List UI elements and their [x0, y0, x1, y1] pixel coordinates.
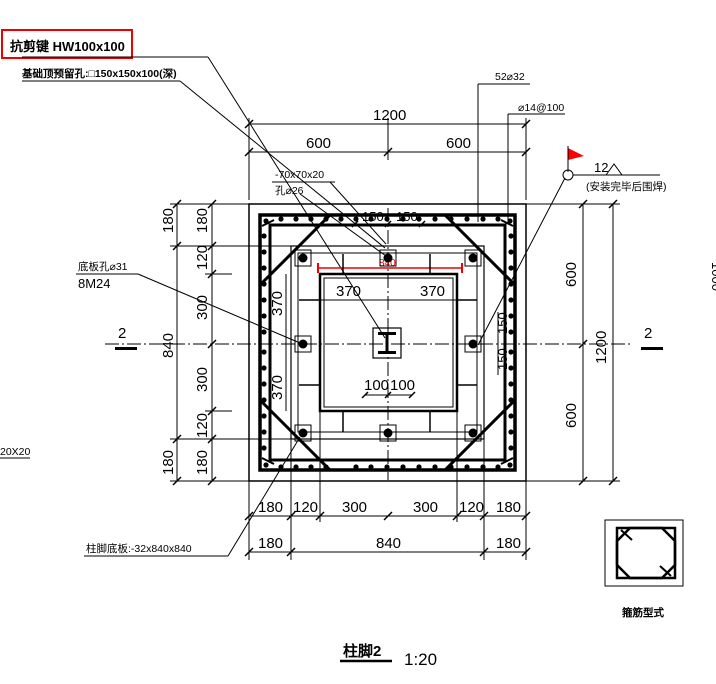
- bottom-dim-180b: 180: [496, 499, 521, 516]
- weld-note: (安装完毕后围焊): [586, 180, 667, 193]
- left-dim-180b: 180: [194, 208, 211, 233]
- plate-small-leader: [329, 181, 387, 245]
- left-dim-300a: 300: [194, 295, 211, 320]
- left-dim-180c: 180: [160, 450, 177, 475]
- corner-hooks: [261, 219, 514, 465]
- hole-small-label: 孔⌀26: [275, 184, 304, 197]
- right-dim-1200: 1200: [593, 331, 610, 364]
- left-dim-300b: 300: [194, 367, 211, 392]
- bottom2-dim-840: 840: [376, 535, 401, 552]
- foundation-hole-label: 基础顶预留孔:□150x150x100(深): [21, 67, 177, 80]
- section-mark-right: 2: [644, 325, 652, 342]
- top-dim-600-left: 600: [306, 135, 331, 152]
- section-mark-left: 2: [118, 325, 126, 342]
- base-plate-label: 柱脚底板:-32x840x840: [86, 542, 192, 555]
- top-dim-ticks: [244, 119, 531, 157]
- rebar-top-label: 52⌀32: [495, 71, 525, 83]
- stirrup-label: ⌀14@100: [518, 102, 564, 114]
- left-dim-120b: 120: [194, 413, 211, 438]
- weld-leader: [477, 177, 566, 346]
- right-dim-ext-lines: [526, 203, 620, 482]
- inner-dim-370v-bot: 370: [269, 375, 286, 400]
- left-dim-ticks: [172, 199, 217, 486]
- left-dim-ext-lines: [170, 203, 291, 482]
- highlight-box: [1, 29, 133, 59]
- right-dim-600a: 600: [563, 262, 580, 287]
- inner-dim-150-ticks: [351, 220, 426, 228]
- inner-dim-370-right: 370: [420, 283, 445, 300]
- bottom-dim-ticks-1: [244, 511, 531, 521]
- drawing-scale: 1:20: [404, 650, 437, 669]
- weld-symbol-icon: [605, 163, 623, 176]
- plate-small-label: -70x70x20: [275, 169, 324, 181]
- left-dim-120a: 120: [194, 245, 211, 270]
- bottom-dim-ext-lines: [248, 411, 527, 560]
- shear-key-box: [372, 327, 402, 359]
- top-dim-1200: 1200: [373, 107, 406, 124]
- bottom-dim-180a: 180: [258, 499, 283, 516]
- shear-key-h-icon: [378, 332, 396, 354]
- longitudinal-bars: [261, 216, 514, 470]
- stiffener-ribs: [299, 254, 477, 432]
- left-dim-180a: 180: [160, 208, 177, 233]
- weld-flag-icon: [568, 148, 584, 160]
- inner-dim-370-left: 370: [336, 283, 361, 300]
- weld-size: 12: [594, 160, 608, 175]
- octagon-stirrup: [258, 213, 517, 472]
- bottom-dim-300a: 300: [342, 499, 367, 516]
- right-edge-fragment: 1000: [709, 262, 716, 291]
- bolt-hole-label: 底板孔⌀31: [78, 260, 128, 273]
- inner-dim-150v-top: 150: [495, 312, 510, 334]
- left-dim-840: 840: [160, 333, 177, 358]
- inner-dim-100-left: 100: [364, 377, 389, 394]
- left-dim-180d: 180: [194, 450, 211, 475]
- stirrup-form-diagram: [604, 519, 684, 587]
- bottom-dim-120a: 120: [293, 499, 318, 516]
- bottom-dim-120b: 120: [459, 499, 484, 516]
- bottom-dim-300b: 300: [413, 499, 438, 516]
- inner-dim-100-right: 100: [390, 377, 415, 394]
- shear-key-label: 抗剪键 HW100x100: [10, 39, 125, 54]
- inner-dim-370v-top: 370: [269, 291, 286, 316]
- leader-foundation-hole-diag: [179, 80, 386, 249]
- bolt-hole-leader: [137, 273, 301, 344]
- inner-dim-150v-bot: 150: [495, 348, 510, 370]
- top-dim-600-right: 600: [446, 135, 471, 152]
- section-bar-left: [115, 347, 137, 350]
- bottom2-dim-180a: 180: [258, 535, 283, 552]
- bottom-dim-ticks-2: [244, 547, 531, 557]
- foundation-outline: [248, 203, 527, 482]
- section-bar-right: [641, 347, 663, 350]
- inner-dim-100-ticks: [361, 391, 416, 399]
- drawing-title: 柱脚2: [343, 642, 381, 660]
- base-plate-leader: [227, 436, 301, 557]
- bottom2-dim-180b: 180: [496, 535, 521, 552]
- left-edge-fragment: 20X20: [0, 446, 31, 458]
- inner-dim-150-right: 150: [396, 209, 418, 224]
- right-dim-ticks: [578, 199, 618, 486]
- right-dim-600b: 600: [563, 403, 580, 428]
- inner-dim-150-left: 150: [362, 209, 384, 224]
- stirrup-form-label: 箍筋型式: [622, 606, 664, 619]
- leader-shear-key-diag: [207, 56, 386, 339]
- bolts-label: 8M24: [78, 276, 111, 291]
